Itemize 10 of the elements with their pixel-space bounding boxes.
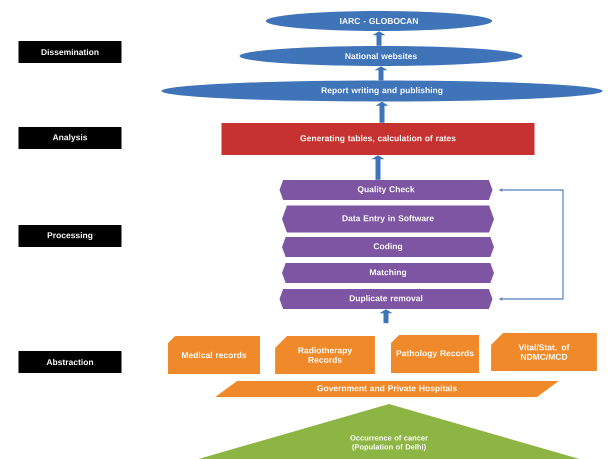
- phase-label: Dissemination: [18, 40, 122, 64]
- phase-label: Abstraction: [18, 350, 122, 374]
- record-box: Vital/Stat. of NDMC/MCD: [491, 333, 597, 371]
- process-box: Generating tables, calculation of rates: [222, 123, 534, 155]
- record-box: Pathology Records: [391, 335, 479, 373]
- phase-label: Processing: [18, 224, 122, 248]
- record-box: Radiotherapy Records: [275, 336, 375, 374]
- parallelogram-box: Government and Private Hospitals: [215, 381, 559, 397]
- record-box: Medical records: [168, 336, 260, 374]
- phase-label: Analysis: [18, 126, 122, 150]
